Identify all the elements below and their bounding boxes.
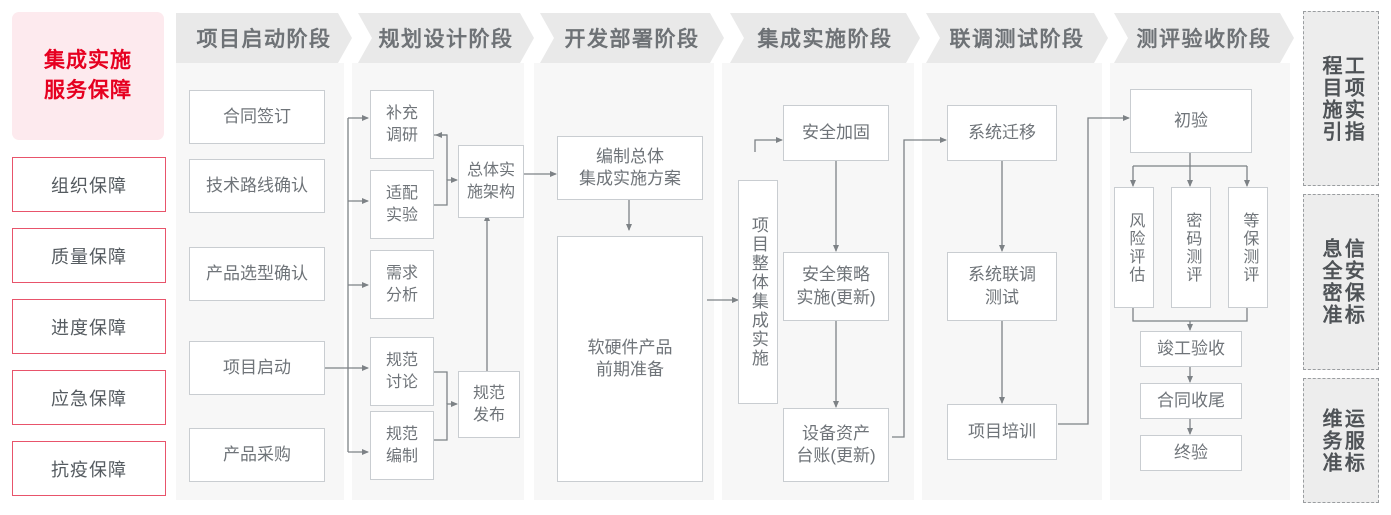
node-label: 竣工验收 bbox=[1157, 338, 1225, 358]
phase-title: 规划设计阶段 bbox=[378, 28, 514, 51]
sidebar-item-quality-guarantee[interactable]: 质量保障 bbox=[12, 228, 166, 283]
node-label: 规范 发布 bbox=[472, 385, 505, 424]
node-label: 需求 分析 bbox=[385, 265, 418, 304]
phase-header-2[interactable]: 规划设计阶段 bbox=[358, 13, 534, 63]
phase-header-5[interactable]: 联调测试阶段 bbox=[926, 13, 1108, 63]
node-label: 设备资产 台账(更新) bbox=[796, 423, 876, 465]
phase-title: 集成实施阶段 bbox=[757, 28, 893, 51]
node-security-policy-update[interactable]: 安全策略 实施(更新) bbox=[783, 252, 889, 321]
node-label: 合同签订 bbox=[223, 106, 291, 126]
node-label: 合同收尾 bbox=[1157, 390, 1225, 410]
node-label: 安全加固 bbox=[802, 122, 870, 142]
node-contract-closeout[interactable]: 合同收尾 bbox=[1140, 383, 1242, 419]
phase-header-4[interactable]: 集成实施阶段 bbox=[730, 13, 920, 63]
node-label: 适配 实验 bbox=[385, 185, 418, 224]
node-system-migration[interactable]: 系统迁移 bbox=[947, 105, 1057, 161]
standard-col-right: 息全密准 bbox=[1319, 238, 1341, 326]
node-mlps-evaluation[interactable]: 等保测评 bbox=[1228, 187, 1268, 308]
standard-col-left: 工项实指 bbox=[1341, 54, 1364, 143]
node-security-hardening[interactable]: 安全加固 bbox=[783, 105, 889, 161]
phase-title: 项目启动阶段 bbox=[196, 28, 332, 51]
sidebar-item-label: 进度保障 bbox=[51, 317, 127, 338]
node-completion-acceptance[interactable]: 竣工验收 bbox=[1140, 331, 1242, 367]
brand-line-1: 集成实施 bbox=[44, 48, 132, 72]
node-label: 项目启动 bbox=[223, 357, 291, 377]
standard-col-right: 程目施引 bbox=[1319, 54, 1341, 143]
node-label: 补充 调研 bbox=[385, 105, 418, 144]
node-label: 规范 编制 bbox=[385, 426, 418, 465]
sidebar-item-epidemic-guarantee[interactable]: 抗疫保障 bbox=[12, 441, 166, 496]
node-hw-sw-preparation[interactable]: 软硬件产品 前期准备 bbox=[557, 236, 703, 482]
standard-col-right: 维务准 bbox=[1319, 407, 1341, 474]
brand-line-2: 服务保障 bbox=[44, 79, 132, 102]
node-label: 终验 bbox=[1174, 442, 1208, 462]
node-adaptation-experiment[interactable]: 适配 实验 bbox=[370, 170, 434, 239]
node-label: 项目整体集成实施 bbox=[748, 216, 768, 368]
phase-title: 联调测试阶段 bbox=[949, 28, 1085, 51]
phase-header-1[interactable]: 项目启动阶段 bbox=[176, 13, 352, 63]
node-label: 总体实 施架构 bbox=[466, 162, 515, 201]
node-label: 风险评估 bbox=[1126, 211, 1144, 284]
node-supplementary-research[interactable]: 补充 调研 bbox=[370, 90, 434, 159]
phase-title: 测评验收阶段 bbox=[1136, 28, 1272, 51]
node-final-acceptance[interactable]: 终验 bbox=[1140, 435, 1242, 471]
node-contract-signing[interactable]: 合同签订 bbox=[189, 90, 325, 144]
phase-header-3[interactable]: 开发部署阶段 bbox=[540, 13, 724, 63]
node-overall-integration-plan[interactable]: 编制总体 集成实施方案 bbox=[557, 136, 703, 200]
node-standard-discussion[interactable]: 规范 讨论 bbox=[370, 337, 434, 406]
standard-card-engineering-guideline[interactable]: 程目施引 工项实指 bbox=[1303, 11, 1379, 186]
node-label: 规范 讨论 bbox=[385, 352, 418, 391]
node-label: 等保测评 bbox=[1240, 211, 1258, 284]
node-label: 编制总体 集成实施方案 bbox=[579, 146, 681, 188]
sidebar-item-emergency-guarantee[interactable]: 应急保障 bbox=[12, 370, 166, 425]
node-label: 密码测评 bbox=[1183, 211, 1201, 284]
brand-card: 集成实施 服务保障 bbox=[12, 12, 164, 140]
standard-card-ops-service-standard[interactable]: 维务准 运服标 bbox=[1303, 378, 1379, 503]
standard-col-left: 信安保标 bbox=[1341, 238, 1364, 326]
node-label: 系统联调 测试 bbox=[968, 265, 1036, 307]
sidebar-item-label: 组织保障 bbox=[51, 175, 127, 196]
node-project-training[interactable]: 项目培训 bbox=[947, 404, 1057, 460]
node-standard-drafting[interactable]: 规范 编制 bbox=[370, 411, 434, 480]
node-label: 系统迁移 bbox=[968, 122, 1036, 142]
sidebar-item-label: 应急保障 bbox=[51, 388, 127, 409]
phase-header-6[interactable]: 测评验收阶段 bbox=[1114, 13, 1294, 63]
node-label: 产品采购 bbox=[223, 444, 291, 464]
node-label: 技术路线确认 bbox=[206, 175, 308, 195]
node-label: 软硬件产品 前期准备 bbox=[587, 337, 673, 379]
node-label: 初验 bbox=[1174, 110, 1208, 130]
standard-card-infosec-standard[interactable]: 息全密准 信安保标 bbox=[1303, 194, 1379, 370]
node-requirement-analysis[interactable]: 需求 分析 bbox=[370, 250, 434, 319]
sidebar-item-org-guarantee[interactable]: 组织保障 bbox=[12, 157, 166, 212]
phase-title: 开发部署阶段 bbox=[564, 28, 700, 51]
node-system-joint-test[interactable]: 系统联调 测试 bbox=[947, 252, 1057, 321]
node-project-kickoff[interactable]: 项目启动 bbox=[189, 341, 325, 395]
node-label: 产品选型确认 bbox=[206, 263, 308, 283]
node-label: 项目培训 bbox=[968, 421, 1036, 441]
node-overall-project-integration[interactable]: 项目整体集成实施 bbox=[738, 180, 778, 404]
node-label: 安全策略 实施(更新) bbox=[796, 265, 876, 307]
node-preliminary-acceptance[interactable]: 初验 bbox=[1130, 89, 1252, 153]
sidebar-item-schedule-guarantee[interactable]: 进度保障 bbox=[12, 299, 166, 354]
node-product-selection-confirm[interactable]: 产品选型确认 bbox=[189, 247, 325, 301]
node-product-procurement[interactable]: 产品采购 bbox=[189, 428, 325, 482]
node-cryptography-evaluation[interactable]: 密码测评 bbox=[1171, 187, 1211, 308]
node-asset-ledger-update[interactable]: 设备资产 台账(更新) bbox=[783, 408, 889, 482]
node-tech-route-confirm[interactable]: 技术路线确认 bbox=[189, 159, 325, 213]
sidebar-item-label: 质量保障 bbox=[51, 246, 127, 267]
standard-col-left: 运服标 bbox=[1341, 407, 1364, 474]
node-overall-implementation-architecture[interactable]: 总体实 施架构 bbox=[458, 145, 524, 218]
sidebar-item-label: 抗疫保障 bbox=[51, 459, 127, 480]
node-risk-assessment[interactable]: 风险评估 bbox=[1114, 187, 1154, 308]
node-standard-release[interactable]: 规范 发布 bbox=[458, 371, 520, 438]
